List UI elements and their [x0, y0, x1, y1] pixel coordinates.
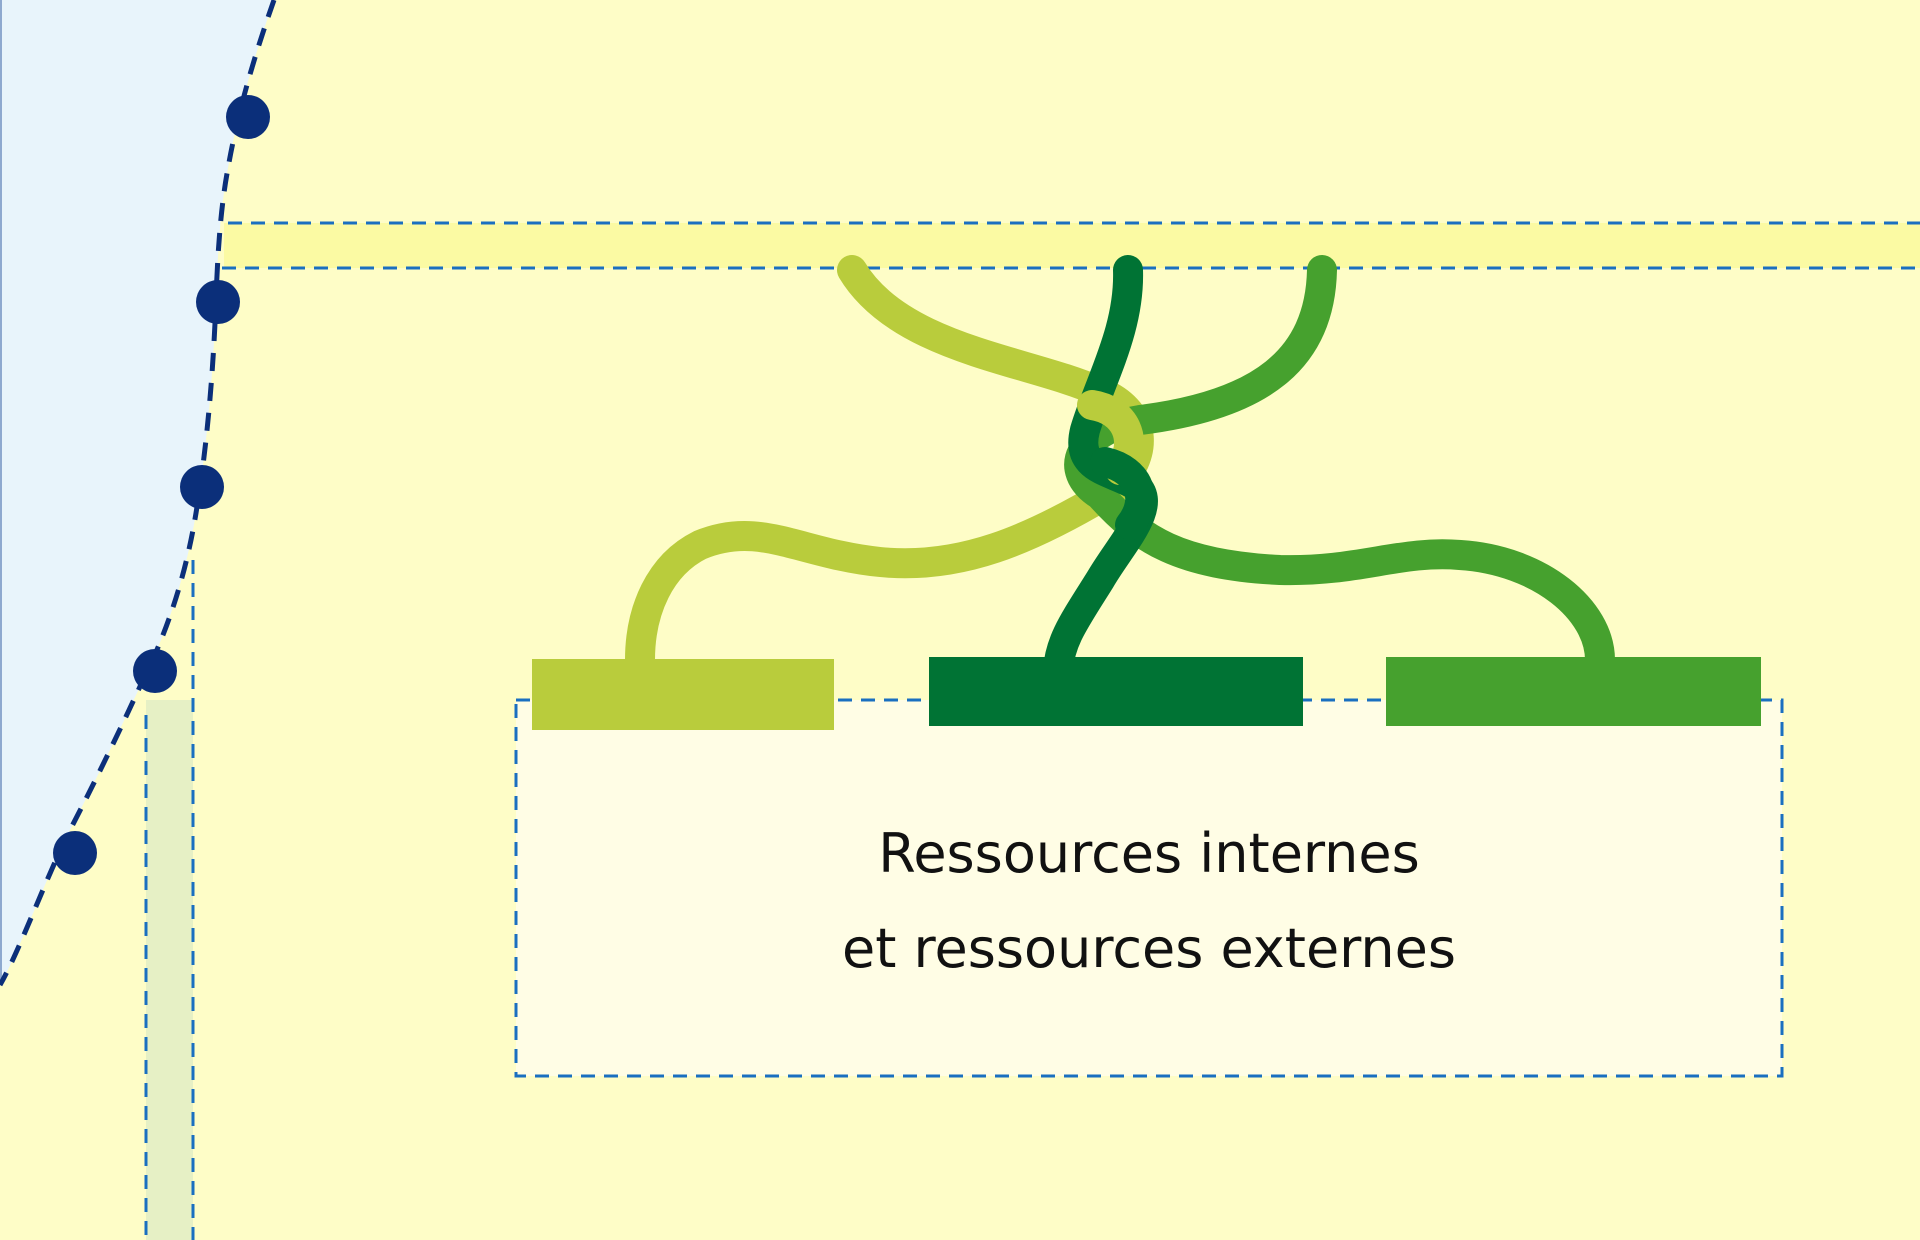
- boundary-dot: [53, 831, 97, 875]
- caption-text: Ressources internes et ressources extern…: [516, 700, 1782, 1076]
- resource-block-dark-green: [929, 657, 1303, 726]
- resource-blocks-icon: [532, 657, 1761, 730]
- caption-box: [514, 698, 1784, 1078]
- boundary-dot: [133, 649, 177, 693]
- vertical-strip: [146, 700, 193, 1240]
- strand-light-green: [625, 255, 1154, 675]
- resource-block-light-green: [532, 659, 834, 730]
- caption-line-2: et ressources externes: [841, 917, 1456, 980]
- strand-mid-green: [1064, 255, 1615, 675]
- horizontal-band: [224, 223, 1920, 268]
- knot-dark-overlap: [1090, 447, 1156, 540]
- caption-line-1: Ressources internes: [878, 822, 1420, 885]
- boundary-dot: [196, 280, 240, 324]
- boundary-dot: [226, 95, 270, 139]
- resource-block-mid-green: [1386, 657, 1761, 726]
- boundary-dot: [180, 465, 224, 509]
- sky-region: [0, 0, 274, 985]
- braided-rope-icon: [625, 255, 1615, 685]
